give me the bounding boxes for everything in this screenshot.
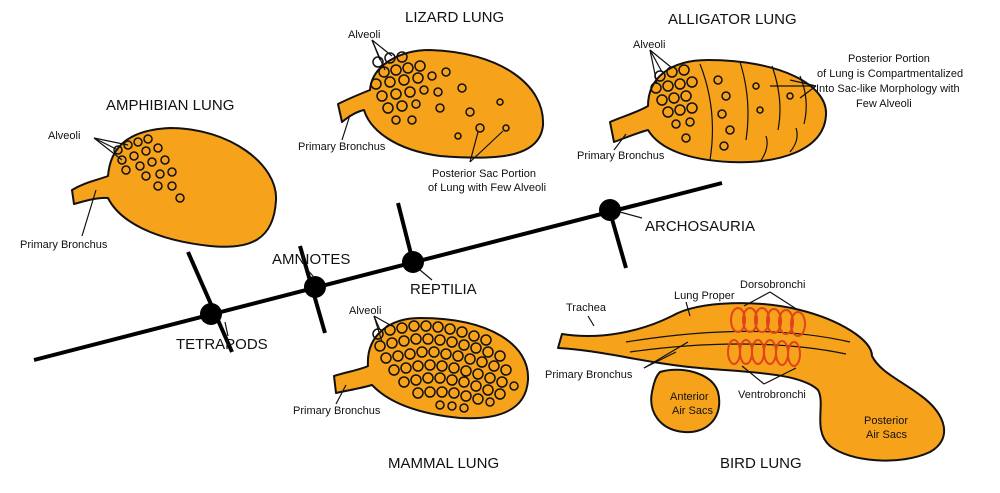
anterior-air-sacs-line1: Anterior bbox=[670, 391, 709, 403]
lizard-alveoli bbox=[370, 51, 510, 140]
lizard-note-line2: of Lung with Few Alveoli bbox=[428, 182, 546, 194]
tetrapods-node bbox=[200, 303, 222, 325]
alligator-alveoli bbox=[650, 64, 794, 151]
anterior-air-sacs-line2: Air Sacs bbox=[672, 405, 713, 417]
alligator-title: ALLIGATOR LUNG bbox=[668, 11, 797, 28]
archosauria-label: ARCHOSAURIA bbox=[645, 218, 755, 235]
mammal-title: MAMMAL LUNG bbox=[388, 455, 499, 472]
mammal-alveoli bbox=[372, 320, 519, 413]
bird-lung: BIRD LUNG bbox=[545, 279, 946, 472]
amphibian-lung-shape bbox=[71, 127, 278, 248]
archosauria-branch bbox=[608, 211, 628, 269]
alligator-lung: ALLIGATOR LUNG bbox=[577, 11, 963, 164]
amphibian-bronchus-label: Primary Bronchus bbox=[20, 239, 108, 251]
dorsobronchi-label: Dorsobronchi bbox=[740, 279, 805, 291]
ventrobronchi-label: Ventrobronchi bbox=[738, 389, 806, 401]
alligator-bronchus-label: Primary Bronchus bbox=[577, 150, 665, 162]
posterior-air-sacs-line1: Posterior bbox=[864, 415, 908, 427]
ventrobronchi-coils bbox=[727, 339, 801, 367]
mammal-lung: MAMMAL LUNG bbox=[293, 305, 530, 472]
amniotes-label: AMNIOTES bbox=[272, 251, 350, 268]
bird-title: BIRD LUNG bbox=[720, 455, 802, 472]
amphibian-lung: AMPHIBIAN LUNG Alveoli Primary Bronchus bbox=[20, 97, 278, 251]
alligator-note-line4: Few Alveoli bbox=[856, 98, 912, 110]
tetrapods-branch bbox=[186, 251, 234, 353]
alligator-note-line3: Into Sac-like Morphology with bbox=[816, 83, 960, 95]
reptilia-label: REPTILIA bbox=[410, 281, 477, 298]
alligator-compartments bbox=[699, 61, 807, 163]
trachea-label: Trachea bbox=[566, 302, 607, 314]
phylogeny-tree: TETRAPODS AMNIOTES REPTILIA ARCHOSAURIA bbox=[33, 181, 755, 362]
dorsobronchi-coils bbox=[730, 307, 806, 337]
amniotes-node bbox=[304, 276, 326, 298]
lizard-note-line1: Posterior Sac Portion bbox=[432, 168, 536, 180]
lung-proper-label: Lung Proper bbox=[674, 290, 735, 302]
reptilia-node bbox=[402, 251, 424, 273]
lizard-bronchus-label: Primary Bronchus bbox=[298, 141, 386, 153]
amphibian-alveoli bbox=[113, 134, 185, 203]
tetrapods-label: TETRAPODS bbox=[176, 336, 268, 353]
posterior-air-sacs-line2: Air Sacs bbox=[866, 429, 907, 441]
lizard-lung: LIZARD LUNG Alveoli Primary Bronchus P bbox=[298, 9, 546, 194]
amphibian-alveoli-label: Alveoli bbox=[48, 130, 80, 142]
lizard-title: LIZARD LUNG bbox=[405, 9, 504, 26]
archosauria-node bbox=[599, 199, 621, 221]
bird-bronchus-label: Primary Bronchus bbox=[545, 369, 633, 381]
bird-lung-shape bbox=[557, 302, 946, 462]
amphibian-title: AMPHIBIAN LUNG bbox=[106, 97, 234, 114]
alligator-note-line2: of Lung is Compartmentalized bbox=[817, 68, 963, 80]
alligator-note-line1: Posterior Portion bbox=[848, 53, 930, 65]
mammal-bronchus-label: Primary Bronchus bbox=[293, 405, 381, 417]
lizard-alveoli-label: Alveoli bbox=[348, 29, 380, 41]
mammal-lung-shape bbox=[333, 317, 530, 420]
alligator-alveoli-label: Alveoli bbox=[633, 39, 665, 51]
mammal-alveoli-label: Alveoli bbox=[349, 305, 381, 317]
bird-anterior-air-sac bbox=[650, 368, 721, 434]
